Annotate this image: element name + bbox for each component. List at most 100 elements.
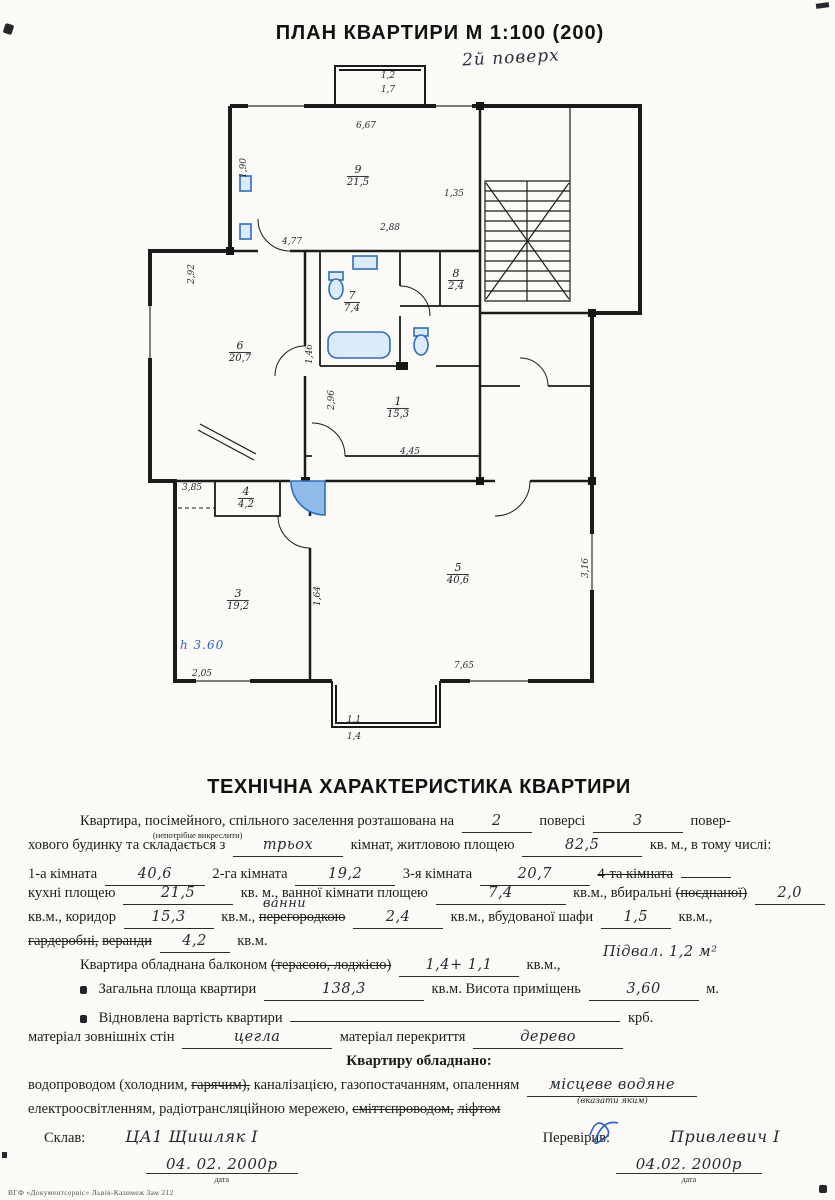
form-text: перегородкою ванни — [258, 896, 346, 929]
walls — [148, 65, 642, 728]
form-text: кімнат, житловою площею — [350, 837, 515, 853]
dimension-label: 4,45 — [399, 447, 421, 457]
handwritten-value: 1,5 — [600, 908, 671, 929]
toilet — [328, 278, 344, 300]
date-block-verifier: 04.02. 2000р дата — [615, 1155, 762, 1184]
handwritten-value: 138,3 — [263, 980, 424, 1001]
radiator — [239, 223, 252, 240]
handwritten-date: 04.02. 2000р — [615, 1155, 762, 1174]
handwritten-value: 1,4+ 1,1 — [398, 956, 519, 977]
struck-form-text: веранди — [102, 933, 152, 949]
dimension-label: 2,92 — [187, 263, 197, 285]
struck-form-text: перегородкою — [258, 909, 346, 925]
form-text: кв.м., — [678, 909, 713, 925]
form-text: повер- — [690, 813, 731, 829]
form-text: Перевірив: — [542, 1130, 611, 1146]
scan-mark — [819, 1185, 827, 1193]
handwritten-date: 04. 02. 2000р — [146, 1155, 298, 1174]
form-line-3: 1-а кімната 40,6 2-га кімната 19,2 3-я к… — [28, 857, 810, 886]
handwritten-value: трьох — [232, 836, 343, 857]
date-block-compiler: 04. 02. 2000р дата — [146, 1155, 298, 1184]
handwritten-value: 4,2 — [159, 932, 230, 953]
dimension-label: 6,67 — [355, 121, 377, 131]
signature-scribble — [589, 1121, 619, 1145]
form-text: кв.м. Висота приміщень — [431, 981, 581, 997]
handwritten-signature: Привлевич І — [670, 1127, 780, 1146]
door-swing — [290, 480, 326, 516]
form-text: матеріал перекриття — [339, 1029, 466, 1045]
form-line-13: електроосвітленням, радіотрансляційною м… — [28, 1097, 810, 1121]
dimension-label: 1,90 — [239, 157, 249, 179]
handwritten-value: 2 — [461, 812, 532, 833]
handwritten-value: 19,2 — [295, 865, 396, 886]
handwritten-value: 15,3 — [123, 908, 214, 929]
form-text: Відновлена вартість квартири — [98, 1010, 283, 1026]
struck-form-text: 4-та кімната — [597, 866, 674, 882]
handwritten-correction: ванни — [262, 896, 307, 911]
form-text: хового будинку та складається з — [28, 837, 226, 853]
handwritten-value: 21,5 — [123, 884, 234, 905]
date-caption: дата — [681, 1175, 697, 1184]
struck-form-text: (терасою, лоджією) — [270, 957, 392, 973]
handwritten-value: дерево — [473, 1028, 624, 1049]
struck-form-text: (поєднаної) — [675, 885, 748, 901]
form-text: заселення розташована на — [292, 813, 455, 829]
form-line-6: гардеробні, веранди 4,2 кв.м. — [28, 929, 810, 953]
section-heading: ТЕХНІЧНА ХАРАКТЕРИСТИКА КВАРТИРИ — [207, 776, 631, 798]
form-text: кв. м., ванної кімнати площею — [240, 885, 428, 901]
floor-plan-drawing — [146, 65, 642, 728]
form-text: Загальна площа квартири — [98, 981, 257, 997]
form-text: електроосвітленням, радіотрансляційною м… — [28, 1101, 349, 1117]
handwritten-value: 3 — [592, 812, 683, 833]
handwritten-basement-note: Підвал. 1,2 м² — [603, 944, 718, 960]
print-shop-imprint: ВГФ «Документсервіс» Львів-Казимеж Зам 2… — [8, 1188, 174, 1197]
form-text: матеріал зовнішніх стін — [28, 1029, 175, 1045]
dimension-label: 3,85 — [181, 483, 203, 493]
dimension-label: 1,46 — [305, 343, 315, 365]
dimension-label: 4,77 — [281, 237, 303, 247]
struck-form-text: гардеробні, — [28, 933, 99, 949]
form-line-1: Квартира, посімейного, спільного (непотр… — [28, 809, 810, 840]
handwritten-value: 2,0 — [754, 884, 825, 905]
form-text: Квартира, — [80, 813, 142, 829]
struck-form-text: ліфтом — [457, 1101, 501, 1117]
windows — [146, 102, 596, 685]
dimension-label: 1,2 — [380, 71, 396, 81]
struck-blank — [680, 857, 731, 878]
signature-row: Склав: ЦА1 Щишляк І Перевірив: Привлевич… — [28, 1121, 810, 1149]
form-line-7: Квартира обладнана балконом (терасою, ло… — [28, 944, 810, 977]
form-text: посімейного, спільного — [144, 813, 290, 829]
form-text: кв.м., вбиральні — [573, 885, 672, 901]
form-text: кухні площею — [28, 885, 116, 901]
bathtub — [327, 331, 391, 359]
handwritten-value: 3,60 — [588, 980, 699, 1001]
dimension-label: 1,64 — [313, 585, 323, 607]
handwritten-value: цегла — [182, 1028, 333, 1049]
form-text: кв. м., в тому числі: — [649, 837, 772, 853]
toilet — [413, 334, 429, 356]
form-text: 3-я кімната — [402, 866, 473, 882]
handwritten-value: місцеве водяне — [548, 1077, 676, 1093]
scan-mark — [2, 1152, 7, 1158]
handwritten-value: 7,4 — [435, 884, 566, 905]
dimension-label: 1,35 — [443, 189, 465, 199]
form-text: кв.м., — [221, 909, 256, 925]
handwritten-value: 20,7 — [479, 865, 590, 886]
date-row: 04. 02. 2000р дата 04.02. 2000р дата — [28, 1155, 810, 1184]
dimension-label: 2,05 — [191, 669, 213, 679]
form-subheading: Квартиру обладнано: — [28, 1049, 810, 1073]
sink — [352, 255, 378, 270]
form-note: (вказати яким) — [576, 1096, 648, 1106]
dimension-label: 1,4 — [346, 732, 362, 742]
form-line-8: Загальна площа квартири 138,3 кв.м. Висо… — [28, 977, 810, 1001]
dimension-label: 1,7 — [380, 85, 396, 95]
form-text: 1-а кімната — [28, 866, 98, 882]
